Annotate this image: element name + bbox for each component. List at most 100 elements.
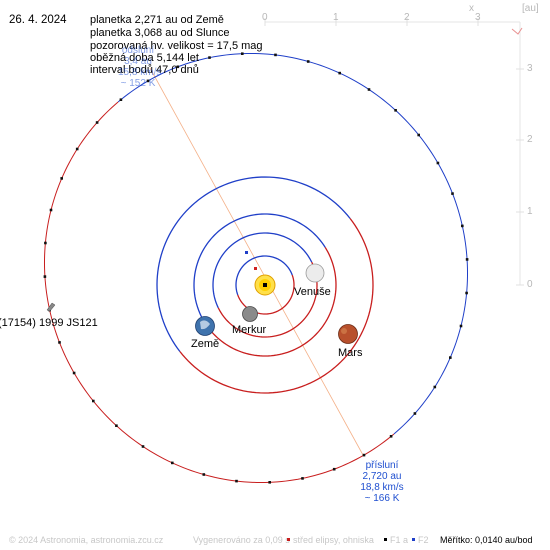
orbit-position-marker bbox=[49, 208, 53, 212]
orbit-position-marker bbox=[301, 477, 304, 480]
footer-f2-text: F2 bbox=[418, 535, 429, 545]
perihelion-title: přísluní bbox=[365, 460, 399, 471]
asteroid-orbit bbox=[43, 52, 469, 484]
footer-generated: Vygenerováno za 0,09 s bbox=[193, 535, 290, 545]
center-dot-icon bbox=[287, 538, 290, 542]
footer-f2: F2 bbox=[412, 535, 429, 545]
orbit-position-marker bbox=[58, 341, 61, 344]
mars-orbit-south bbox=[179, 218, 374, 394]
x-tick-label-0: 0 bbox=[262, 12, 268, 23]
venus-orbit-north bbox=[212, 232, 313, 309]
orbit-position-marker bbox=[43, 275, 47, 278]
orbit-position-marker bbox=[413, 412, 417, 415]
orbit-markers bbox=[43, 52, 469, 484]
mercury-label: Merkur bbox=[232, 324, 267, 336]
orbit-position-marker bbox=[394, 109, 397, 112]
x-tick-label-2: 2 bbox=[404, 12, 410, 23]
perihelion-speed: 18,8 km/s bbox=[360, 482, 404, 493]
mars-highlight bbox=[341, 328, 347, 334]
aphelion-title: odsluní bbox=[121, 45, 155, 56]
venus-planet bbox=[305, 263, 325, 283]
x-axis-label: x bbox=[469, 3, 474, 14]
footer-f1-text: F1 a bbox=[390, 535, 409, 545]
y-tick-label-1: 1 bbox=[527, 206, 533, 217]
orbit-position-marker bbox=[389, 435, 393, 438]
footer-scale: Měřítko: 0,0140 au/bod bbox=[440, 535, 533, 545]
orbit-position-marker bbox=[241, 52, 244, 55]
orbit-position-marker bbox=[417, 133, 420, 137]
earth-orbit-south bbox=[204, 247, 337, 357]
orbit-position-marker bbox=[115, 424, 118, 427]
info-distance-sun: planetka 3,068 au od Slunce bbox=[90, 27, 230, 39]
asteroid-label: (17154) 1999 JS121 bbox=[0, 317, 98, 329]
perihelion-distance: 2,720 au bbox=[362, 471, 402, 482]
unit-label: [au] bbox=[522, 3, 539, 14]
orbit-position-marker bbox=[171, 461, 174, 465]
y-tick-label-2: 2 bbox=[527, 134, 533, 145]
footer-legend-center-text: střed elipsy, ohniska bbox=[293, 535, 374, 545]
f1-dot-icon bbox=[384, 538, 387, 542]
mars-label: Mars bbox=[338, 347, 363, 359]
orbit-position-marker bbox=[338, 71, 341, 75]
orbit-position-marker bbox=[465, 291, 468, 295]
aphelion-label: odsluní 3,4 au 15,8 km/s ~ 152 K bbox=[118, 45, 162, 89]
info-period: oběžná doba 5,144 let bbox=[90, 52, 199, 64]
x-tick-label-1: 1 bbox=[333, 12, 339, 23]
asteroid-marker bbox=[46, 302, 56, 312]
footer-copyright: © 2024 Astronomia, astronomia.zcu.cz bbox=[9, 535, 164, 545]
orbit-position-marker bbox=[141, 445, 145, 448]
info-distance-earth: planetka 2,271 au od Země bbox=[90, 14, 224, 26]
orbit-position-marker bbox=[436, 161, 440, 165]
orbit-position-marker bbox=[465, 258, 469, 261]
orbit-position-marker bbox=[119, 98, 123, 101]
focus-f2-marker bbox=[245, 251, 248, 254]
focus-f1-marker bbox=[263, 283, 267, 287]
venus-orbit-south bbox=[217, 261, 318, 338]
x-tick-label-3: 3 bbox=[475, 12, 481, 23]
orbit-position-marker bbox=[92, 399, 95, 403]
mercury-orbit-north bbox=[235, 255, 293, 296]
orbit-position-marker bbox=[235, 479, 238, 483]
y-tick-label-0: 0 bbox=[527, 279, 533, 290]
aphelion-temperature: ~ 152 K bbox=[120, 78, 156, 89]
perihelion-temperature: ~ 166 K bbox=[364, 493, 400, 504]
mars-planet bbox=[338, 324, 358, 344]
line-of-apsides bbox=[149, 67, 364, 456]
f2-dot-icon bbox=[412, 538, 415, 542]
orbit-position-marker bbox=[461, 224, 464, 228]
orbit-position-marker bbox=[451, 192, 454, 195]
orbit-position-marker bbox=[306, 60, 310, 63]
earth-orbit-north bbox=[193, 213, 326, 323]
orbit-position-marker bbox=[367, 88, 371, 91]
footer-f1: F1 a bbox=[384, 535, 408, 545]
ellipse-center-marker bbox=[254, 267, 257, 270]
orbit-position-marker bbox=[44, 241, 47, 245]
orbit-position-marker bbox=[433, 385, 437, 389]
info-magnitude: pozorovaná hv. velikost = 17,5 mag bbox=[90, 40, 263, 52]
orbit-position-marker bbox=[146, 79, 150, 83]
orbit-position-marker bbox=[274, 53, 277, 57]
aphelion-distance: 3,4 au bbox=[124, 56, 152, 67]
orbit-position-marker bbox=[95, 121, 99, 124]
aphelion-speed: 15,8 km/s bbox=[118, 67, 162, 78]
date-label: 26. 4. 2024 bbox=[9, 14, 67, 26]
orbit-position-marker bbox=[60, 177, 63, 180]
orbit-position-marker bbox=[449, 356, 452, 359]
earth-clouds bbox=[200, 320, 210, 330]
orbit-position-marker bbox=[332, 467, 336, 471]
info-interval: interval bodů 47,0 dnů bbox=[90, 64, 199, 76]
orbit-position-marker bbox=[459, 324, 463, 328]
orbit-position-marker bbox=[75, 147, 79, 151]
perihelion-label: přísluní 2,720 au 18,8 km/s ~ 166 K bbox=[352, 460, 412, 504]
venus-label: Venuše bbox=[294, 286, 331, 298]
corner-marker bbox=[511, 27, 523, 35]
y-tick-label-3: 3 bbox=[527, 63, 533, 74]
orbit-position-marker bbox=[268, 481, 271, 484]
earth-label: Země bbox=[191, 338, 220, 350]
orbit-position-marker bbox=[362, 453, 366, 457]
orbit-position-marker bbox=[202, 473, 206, 476]
mars-orbit-north bbox=[156, 176, 351, 352]
orbit-position-marker bbox=[176, 65, 180, 69]
